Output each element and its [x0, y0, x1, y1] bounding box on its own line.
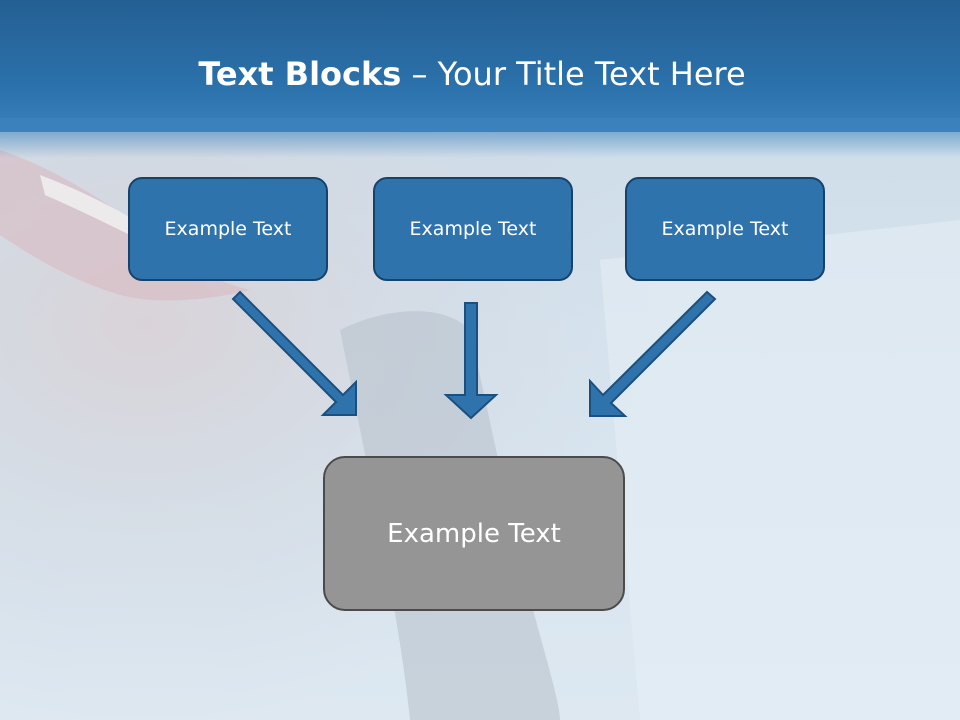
text-block-right-label: Example Text [661, 218, 789, 240]
text-block-left-label: Example Text [164, 218, 292, 240]
photo-light-area [600, 220, 960, 720]
title-bar [0, 0, 960, 132]
text-block-left[interactable]: Example Text [128, 177, 328, 281]
arrow-left [231, 290, 357, 416]
text-block-right[interactable]: Example Text [625, 177, 825, 281]
text-block-bottom-label: Example Text [387, 518, 561, 549]
title-rest: Your Title Text Here [437, 55, 746, 93]
title-bar-fade [0, 118, 960, 158]
arrow-middle [443, 302, 499, 420]
text-block-middle-label: Example Text [409, 218, 537, 240]
title-bold: Text Blocks [198, 55, 402, 93]
text-block-bottom[interactable]: Example Text [323, 456, 625, 611]
text-block-middle[interactable]: Example Text [373, 177, 573, 281]
arrow-right [589, 290, 717, 417]
title-dash: – [411, 55, 428, 93]
photo-teeth [40, 175, 150, 240]
slide-title: Text Blocks – Your Title Text Here [0, 52, 944, 96]
